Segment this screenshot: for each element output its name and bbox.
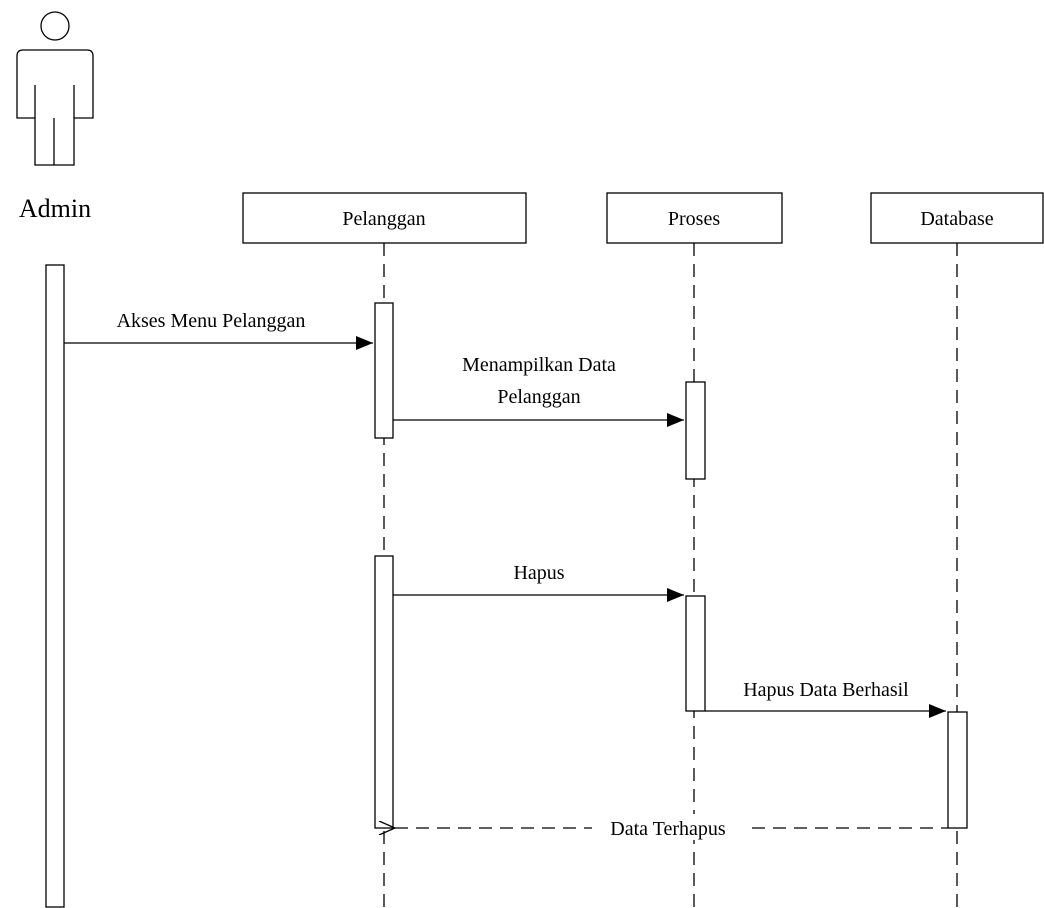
activation-proses-1	[685, 381, 706, 480]
lifeline-label-database: Database	[920, 208, 993, 230]
message-label-menampilkan-data-line1: Menampilkan Data	[462, 354, 616, 376]
message-label-data-terhapus: Data Terhapus	[610, 818, 726, 840]
activation-pelanggan-1	[374, 302, 394, 439]
message-label-akses-menu: Akses Menu Pelanggan	[117, 310, 306, 332]
actor-label: Admin	[19, 194, 91, 223]
message-label-hapus-data-berhasil: Hapus Data Berhasil	[743, 679, 909, 701]
lifeline-head-pelanggan	[242, 192, 527, 244]
activation-pelanggan-2	[374, 555, 394, 829]
lifeline-label-pelanggan: Pelanggan	[342, 208, 425, 230]
message-label-menampilkan-data-line2: Pelanggan	[497, 386, 580, 408]
activation-database	[947, 711, 968, 829]
activation-admin	[45, 264, 65, 908]
lifeline-label-proses: Proses	[668, 208, 720, 230]
activation-proses-2	[685, 595, 706, 712]
message-label-hapus: Hapus	[513, 562, 564, 584]
admin-actor-icon	[16, 11, 94, 166]
lifeline-head-proses	[606, 192, 783, 244]
lifeline-head-database	[870, 192, 1044, 244]
message-label-backdrop	[592, 814, 744, 840]
